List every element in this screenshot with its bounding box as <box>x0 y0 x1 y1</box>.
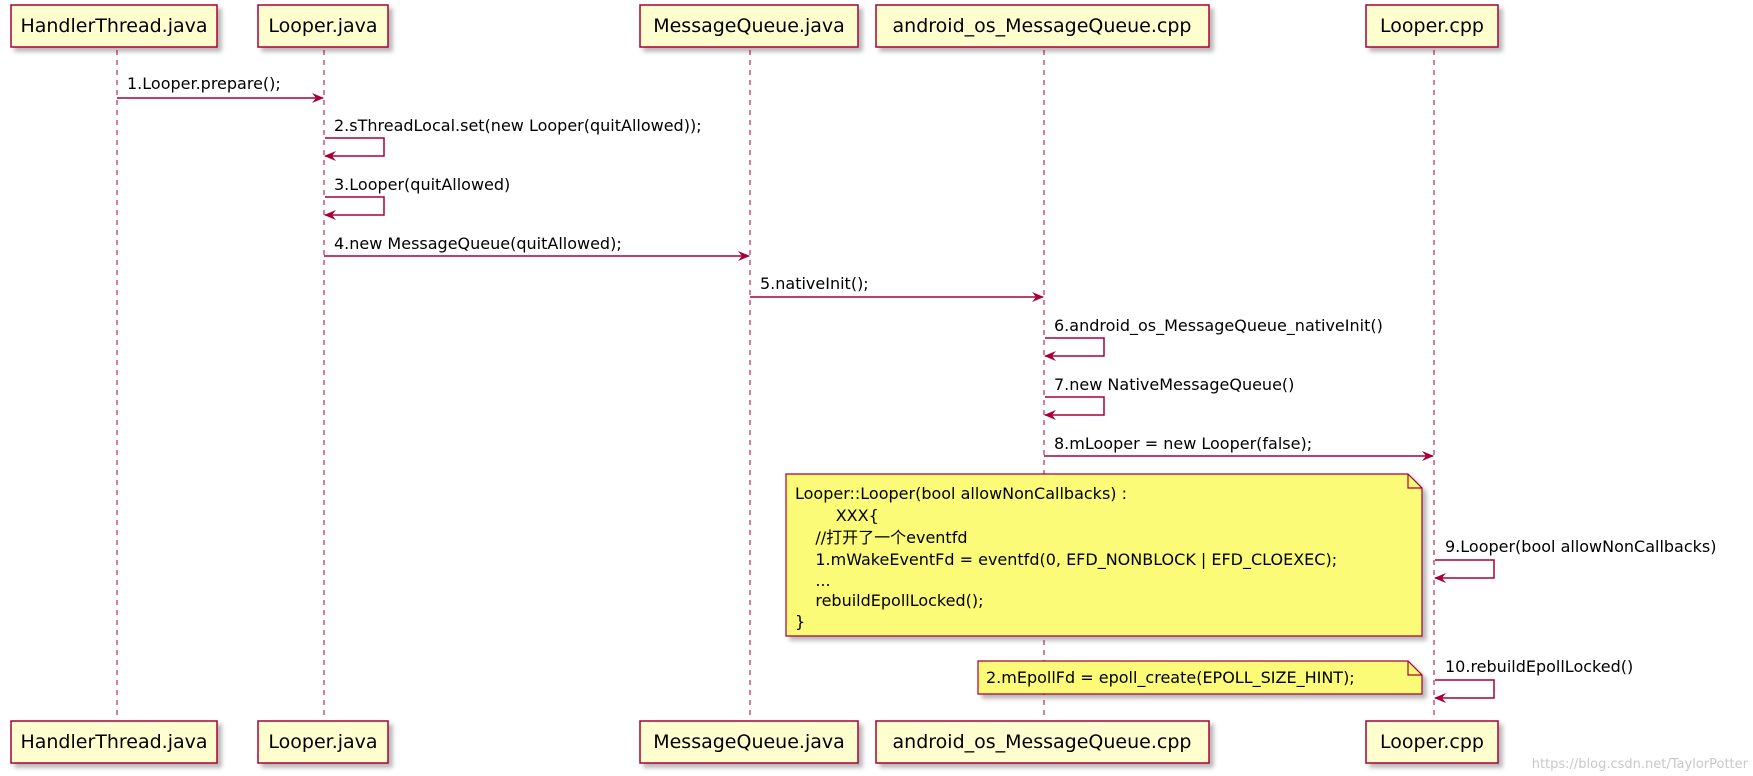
participant-messagequeue-java-bottom: MessageQueue.java <box>639 720 859 764</box>
participant-mq-cpp-bottom: android_os_MessageQueue.cpp <box>875 720 1210 764</box>
note-looper-constructor: Looper::Looper(bool allowNonCallbacks) :… <box>785 473 1423 637</box>
participant-label: MessageQueue.java <box>653 731 845 753</box>
message-label: 6.android_os_MessageQueue_nativeInit() <box>1054 316 1383 336</box>
message-3: 3.Looper(quitAllowed) <box>324 175 510 220</box>
participant-label: MessageQueue.java <box>653 15 845 37</box>
participant-label: Looper.java <box>268 731 377 753</box>
message-10: 10.rebuildEpollLocked() <box>1434 657 1633 703</box>
participant-mq-cpp-top: android_os_MessageQueue.cpp <box>875 4 1210 48</box>
note-epoll-create: 2.mEpollFd = epoll_create(EPOLL_SIZE_HIN… <box>977 660 1423 695</box>
message-label: 4.new MessageQueue(quitAllowed); <box>334 234 622 253</box>
note-line: //打开了一个eventfd <box>795 528 968 547</box>
participant-label: Looper.java <box>268 15 377 37</box>
note-line: ... <box>795 571 831 590</box>
message-2: 2.sThreadLocal.set(new Looper(quitAllowe… <box>324 116 702 161</box>
message-5: 5.nativeInit(); <box>750 274 1044 302</box>
participant-looper-cpp-top: Looper.cpp <box>1365 4 1499 48</box>
note-line: XXX{ <box>795 506 879 525</box>
message-self-arrow <box>1434 559 1495 583</box>
note-line: 1.mWakeEventFd = eventfd(0, EFD_NONBLOCK… <box>795 550 1337 570</box>
message-label: 5.nativeInit(); <box>760 274 869 293</box>
participant-label: android_os_MessageQueue.cpp <box>893 15 1192 37</box>
message-self-arrow <box>324 137 385 161</box>
message-7: 7.new NativeMessageQueue() <box>1044 375 1294 420</box>
message-label: 1.Looper.prepare(); <box>127 74 281 93</box>
watermark: https://blog.csdn.net/TaylorPotter <box>1532 757 1749 772</box>
note-line: Looper::Looper(bool allowNonCallbacks) : <box>795 484 1127 503</box>
message-label: 2.sThreadLocal.set(new Looper(quitAllowe… <box>334 116 702 135</box>
message-label: 8.mLooper = new Looper(false); <box>1054 434 1312 453</box>
message-1: 1.Looper.prepare(); <box>117 74 324 103</box>
note-line: rebuildEpollLocked(); <box>795 591 984 610</box>
message-self-arrow <box>324 196 385 220</box>
participant-label: Looper.cpp <box>1380 731 1484 753</box>
note-line: 2.mEpollFd = epoll_create(EPOLL_SIZE_HIN… <box>986 668 1355 688</box>
participant-handlerthread-top: HandlerThread.java <box>10 4 218 48</box>
message-label: 3.Looper(quitAllowed) <box>334 175 510 194</box>
participant-looper-java-bottom: Looper.java <box>257 720 389 764</box>
participant-label: Looper.cpp <box>1380 15 1484 37</box>
participant-looper-cpp-bottom: Looper.cpp <box>1365 720 1499 764</box>
message-8: 8.mLooper = new Looper(false); <box>1044 434 1434 461</box>
message-6: 6.android_os_MessageQueue_nativeInit() <box>1044 316 1383 361</box>
participant-looper-java-top: Looper.java <box>257 4 389 48</box>
message-9: 9.Looper(bool allowNonCallbacks) <box>1434 537 1717 583</box>
message-self-arrow <box>1044 396 1105 420</box>
message-label: 9.Looper(bool allowNonCallbacks) <box>1445 537 1717 556</box>
message-self-arrow <box>1434 679 1495 703</box>
participant-messagequeue-java-top: MessageQueue.java <box>639 4 859 48</box>
message-label: 7.new NativeMessageQueue() <box>1054 375 1294 394</box>
lifelines <box>116 50 1435 718</box>
participant-label: HandlerThread.java <box>20 15 207 37</box>
message-4: 4.new MessageQueue(quitAllowed); <box>324 234 750 261</box>
participant-label: HandlerThread.java <box>20 731 207 753</box>
message-self-arrow <box>1044 337 1105 361</box>
participant-handlerthread-bottom: HandlerThread.java <box>10 720 218 764</box>
message-label: 10.rebuildEpollLocked() <box>1445 657 1633 676</box>
participant-label: android_os_MessageQueue.cpp <box>893 731 1192 753</box>
note-line: } <box>795 612 805 631</box>
